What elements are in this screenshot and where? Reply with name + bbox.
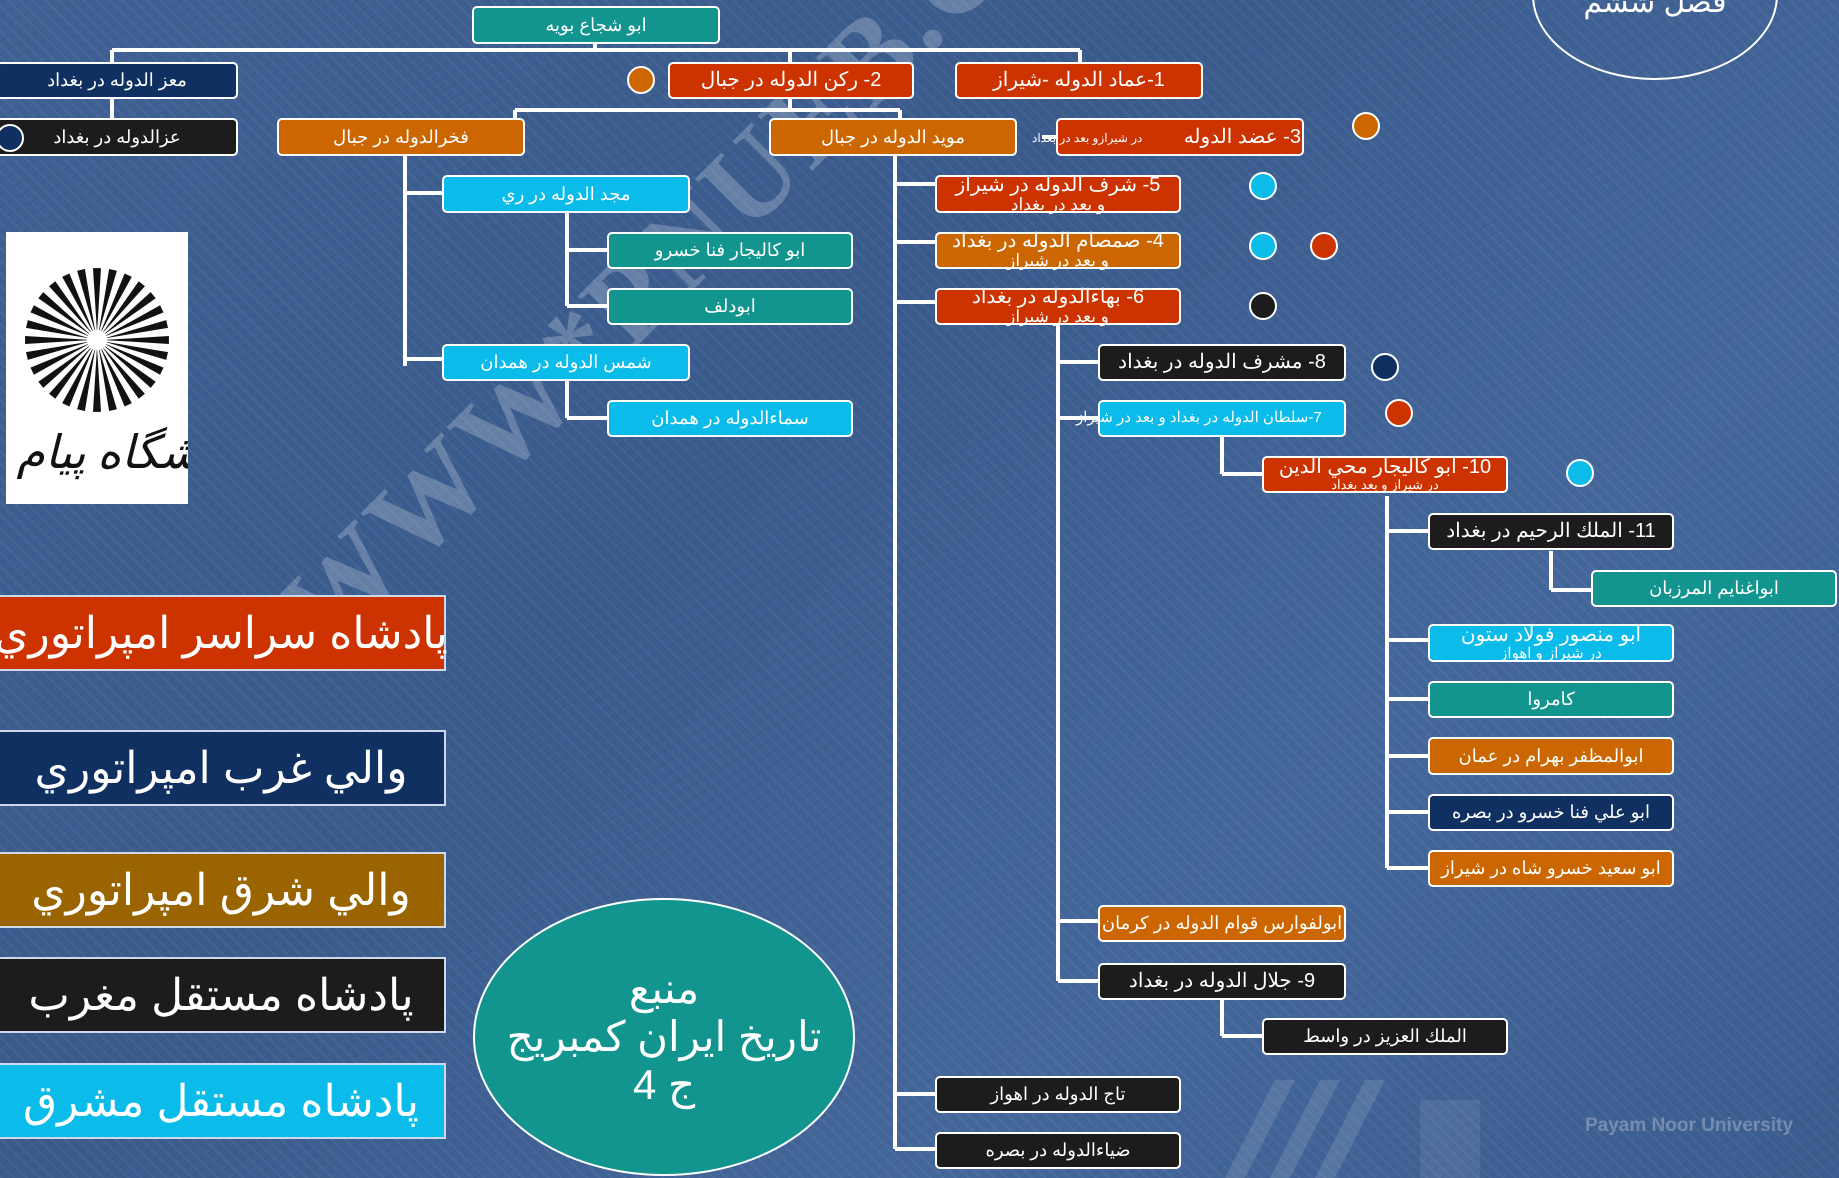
node-fulad-line2: در شيراز و اهواز <box>1500 644 1602 662</box>
logo-ray <box>93 350 101 412</box>
node-abu-kalijar-line2: در شيراز و بعد بغداد <box>1331 477 1439 493</box>
logo-calligraphy: دانشگاه پیام نور <box>6 426 188 480</box>
logo-ray <box>49 347 91 399</box>
node-abu-kalijar-fana-khusraw: ابو كاليجار فنا خسرو <box>607 232 853 269</box>
node-muayyad-al-dawla: مويد الدوله در جبال <box>769 118 1017 156</box>
node-izz-al-dawla: عزالدوله در بغداد <box>0 118 238 156</box>
cyan-marker-dot <box>1249 232 1277 260</box>
node-samsam-al-dawla: 4- صمصام الدوله در بغداد و بعد در شيراز <box>935 230 1181 271</box>
node-baha-al-dawla: 6- بهاءالدوله در بغداد و بعد در شيراز <box>935 286 1181 327</box>
node-taj-al-dawla: تاج الدوله در اهواز <box>935 1076 1181 1113</box>
node-shams-al-dawla: شمس الدوله در همدان <box>442 344 690 381</box>
logo-ray <box>38 346 90 388</box>
node-diya-al-dawla: ضياءالدوله در بصره <box>935 1132 1181 1169</box>
node-abu-shuja-buya: ابو شجاع بويه <box>472 6 720 44</box>
source-heading: منبع <box>628 964 700 1012</box>
node-jalal-al-dawla: 9- جلال الدوله در بغداد <box>1098 963 1346 1000</box>
university-corner-text: Payam Noor University <box>1585 1115 1794 1136</box>
logo-ray <box>26 320 88 338</box>
logo-ray <box>106 342 168 360</box>
logo-ray <box>103 347 145 399</box>
orange-marker-dot <box>627 66 655 94</box>
logo-ray <box>30 344 89 375</box>
logo-ray <box>101 348 132 407</box>
black-marker-dot <box>1249 292 1277 320</box>
node-fakhr-al-dawla: فخرالدوله در جبال <box>277 118 525 156</box>
legend-emperor: پادشاه سراسر امپراتوري <box>0 595 448 671</box>
navy-marker-dot <box>1371 353 1399 381</box>
node-baha-line1: 6- بهاءالدوله در بغداد <box>971 286 1145 309</box>
logo-ray <box>77 349 95 411</box>
logo-ray <box>103 281 145 333</box>
logo-ray <box>105 344 164 375</box>
red-marker-dot <box>1385 399 1413 427</box>
node-kamarwa: كامروا <box>1428 681 1674 718</box>
node-sharaf-line1: 5- شرف الدوله در شيراز <box>955 173 1161 196</box>
logo-ray <box>62 273 93 332</box>
logo-ray <box>26 342 88 360</box>
university-corner-logo <box>1225 1080 1480 1178</box>
node-sultan-al-dawla: 7-سلطان الدوله در بغداد و بعد در شيراز <box>1076 400 1346 437</box>
logo-ray <box>93 268 101 330</box>
node-abu-mansur-fulad-sutun: ابو منصور فولاد ستون در شيراز و اهواز <box>1428 624 1674 662</box>
logo-ray <box>62 348 93 407</box>
legend-west-governor: والي غرب امپراتوري <box>0 730 446 806</box>
logo-ray <box>106 320 168 338</box>
node-abu-ali-fana-khusraw: ابو علي فنا خسرو در بصره <box>1428 794 1674 831</box>
node-imad-al-dawla: 1-عماد الدوله -شيراز <box>955 62 1203 99</box>
node-abu-kalijar-muhyi-al-din: 10- ابو كاليجار محي الدين در شيراز و بعد… <box>1262 456 1508 493</box>
red-marker-dot <box>1310 232 1338 260</box>
node-al-malik-al-rahim: 11- الملك الرحيم در بغداد <box>1428 513 1674 550</box>
node-sharaf-line2: و بعد در بغداد <box>1010 194 1106 214</box>
node-qawam-al-dawla: ابولفوارس قوام الدوله در كرمان <box>1098 905 1346 942</box>
source-title: تاريخ ايران كمبريج <box>506 1012 822 1060</box>
node-abu-ghanaim-marzuban: ابواغنايم المرزبان <box>1591 570 1837 607</box>
logo-ray <box>104 292 156 334</box>
node-abu-said-khusraw-shah: ابو سعيد خسرو شاه در شيراز <box>1428 850 1674 887</box>
node-adud-sub: در شيرازو بعد در بغداد <box>1032 131 1143 145</box>
logo-ray <box>99 269 117 331</box>
node-abu-kalijar-line1: 10- ابو كاليجار محي الدين <box>1278 456 1492 479</box>
node-muizz-al-dawla: معز الدوله در بغداد <box>0 62 238 99</box>
logo-ray <box>99 349 117 411</box>
orange-marker-dot <box>1352 112 1380 140</box>
node-abu-al-muzaffar-bahram: ابوالمظفر بهرام در عمان <box>1428 737 1674 775</box>
logo-ray <box>105 305 164 336</box>
logo-ray <box>38 292 90 334</box>
source-volume: ج 4 <box>632 1061 696 1109</box>
logo-ray <box>49 281 91 333</box>
logo-ray <box>104 346 156 388</box>
source-ellipse: منبع تاريخ ايران كمبريج ج 4 <box>473 898 855 1176</box>
node-abu-dulaf: ابودلف <box>607 288 853 325</box>
navy-marker-dot <box>0 124 24 152</box>
node-al-malik-al-aziz: الملك العزيز در واسط <box>1262 1018 1508 1055</box>
logo-ray <box>30 305 89 336</box>
legend-independent-east-king: پادشاه مستقل مشرق <box>0 1063 446 1139</box>
sunburst-logo-icon: دانشگاه پیام نور <box>0 268 248 480</box>
logo-ray <box>25 336 88 344</box>
node-rukn-al-dawla: 2- ركن الدوله در جبال <box>668 62 914 99</box>
node-samsam-line2: و بعد در شيراز <box>1007 251 1109 271</box>
node-sama-al-dawla: سماءالدوله در همدان <box>607 400 853 437</box>
node-samsam-line1: 4- صمصام الدوله در بغداد <box>952 230 1164 253</box>
cyan-marker-dot <box>1566 459 1594 487</box>
legend-east-governor: والي شرق امپراتوري <box>0 852 446 928</box>
node-sharaf-al-dawla: 5- شرف الدوله در شيراز و بعد در بغداد <box>935 173 1181 214</box>
node-adud-al-dawla: 3- عضد الدوله در شيرازو بعد در بغداد <box>1032 118 1304 156</box>
node-majd-al-dawla: مجد الدوله در ري <box>442 175 690 213</box>
cyan-marker-dot <box>1249 172 1277 200</box>
logo-ray <box>107 336 169 344</box>
node-adud-label: 3- عضد الدوله <box>1183 126 1301 148</box>
university-logo: دانشگاه پیام نور <box>0 232 248 504</box>
node-fulad-line1: ابو منصور فولاد ستون <box>1460 623 1642 646</box>
node-baha-line2: و بعد در شيراز <box>1007 307 1109 327</box>
logo-ray <box>77 269 95 331</box>
node-musharrif-al-dawla: 8- مشرف الدوله در بغداد <box>1098 344 1346 381</box>
node-sultan-label: 7-سلطان الدوله در بغداد و بعد در شيراز <box>1076 409 1322 426</box>
logo-ray <box>101 273 132 332</box>
legend-independent-west-king: پادشاه مستقل مغرب <box>0 957 446 1033</box>
